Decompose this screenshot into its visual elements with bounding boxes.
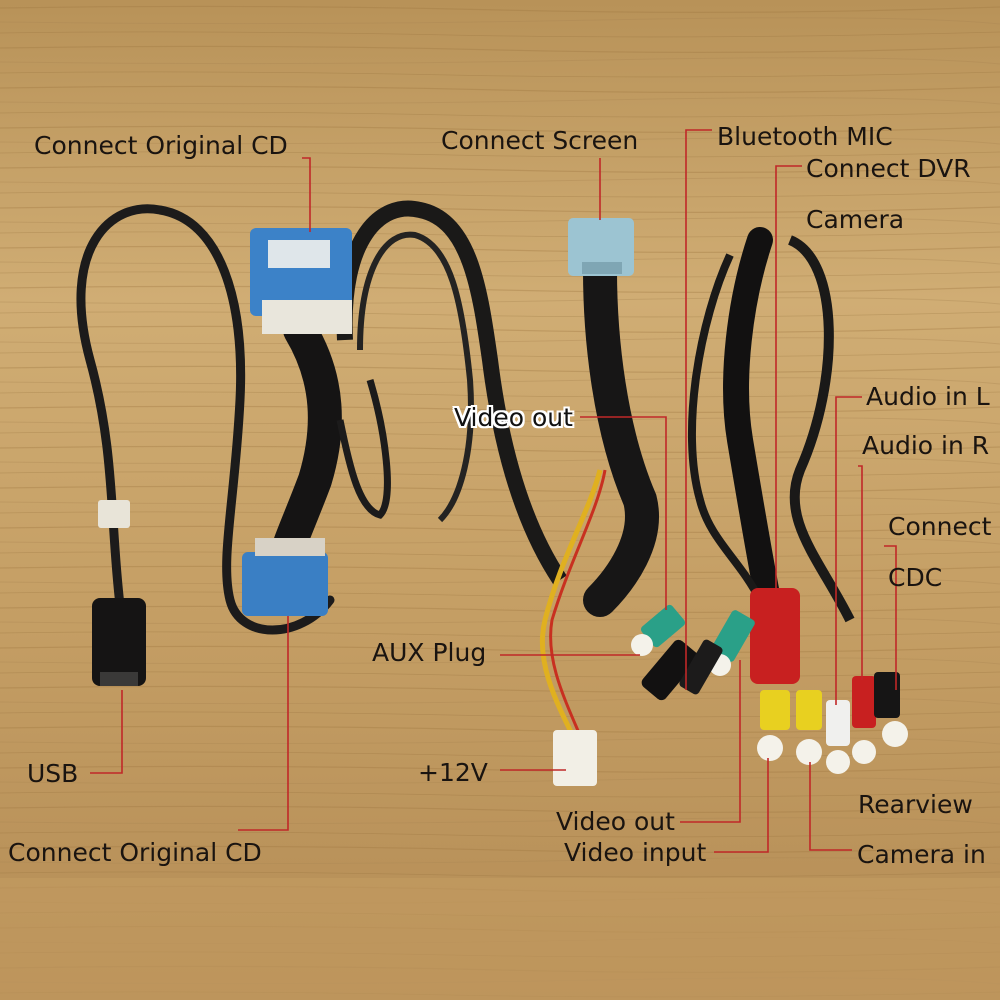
harness-loop-inner	[357, 231, 474, 523]
label-camera-in: Camera in	[857, 840, 986, 869]
leader-audio-in-r	[858, 465, 863, 680]
label-video-input: Video input	[564, 838, 707, 867]
label-audio-in-l: Audio in L	[866, 382, 990, 411]
right-harness-loop	[787, 235, 855, 623]
label-connect-original-cd-top: Connect Original CD	[34, 131, 288, 160]
usb-cable	[76, 204, 335, 635]
label-usb: USB	[27, 759, 79, 788]
leader-lines	[90, 129, 897, 853]
bottom-edge	[0, 878, 1000, 1000]
label-camera: Camera	[806, 205, 905, 234]
blue-connector-top	[250, 228, 352, 334]
leader-original-cd-bottom	[238, 616, 289, 831]
leader-camera-in	[809, 762, 852, 851]
label-rearview: Rearview	[858, 790, 973, 819]
leader-audio-in-l	[835, 396, 862, 705]
leader-connect-dvr	[775, 165, 802, 590]
label-audio-in-r: Audio in R	[862, 431, 990, 460]
label-video-out-top: Video out	[454, 403, 573, 432]
label-plus-12v: +12V	[418, 758, 488, 787]
leader-original-cd-top	[302, 157, 311, 232]
label-aux-plug: AUX Plug	[372, 638, 487, 667]
right-harness-loop2	[687, 253, 764, 602]
leader-video-input	[714, 758, 769, 853]
right-harness	[723, 227, 783, 623]
usb-plug-port	[100, 672, 138, 686]
rca-plug-group	[631, 588, 908, 774]
leader-video-out-top	[580, 416, 667, 610]
leader-usb	[90, 690, 123, 774]
leader-video-out-bottom	[680, 660, 741, 823]
leader-bluetooth-mic	[685, 129, 712, 690]
leader-connect-cdc	[884, 545, 897, 690]
power-wire-red	[549, 469, 607, 741]
label-video-out-bottom: Video out	[556, 807, 675, 836]
usb-cable-tag	[98, 500, 130, 528]
label-bluetooth-mic: Bluetooth MIC	[717, 122, 893, 151]
screen-connector	[568, 218, 659, 617]
label-connect-dvr: Connect DVR	[806, 154, 971, 183]
power-plug	[553, 730, 597, 786]
usb-plug-body	[92, 598, 146, 686]
power-wire	[539, 469, 603, 742]
label-connect-original-cd-bottom: Connect Original CD	[8, 838, 262, 867]
label-cdc: CDC	[888, 563, 943, 592]
label-connect-screen: Connect Screen	[441, 126, 639, 155]
blue-connector-bottom	[242, 538, 328, 616]
harness-mid-loop	[336, 378, 391, 519]
harness-loop	[336, 200, 567, 585]
label-connect: Connect	[888, 512, 992, 541]
